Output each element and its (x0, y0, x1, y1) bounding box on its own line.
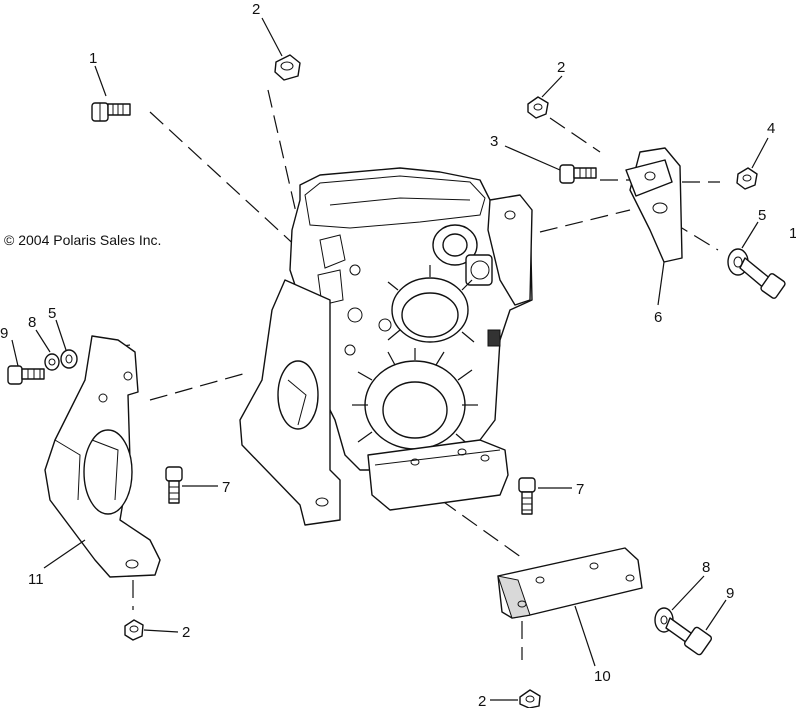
nut-2-left-bottom (124, 619, 144, 641)
callout-10: 10 (594, 668, 611, 685)
nut-2-upper-right (527, 96, 549, 119)
lower-center-bracket (367, 439, 509, 511)
callout-4: 4 (767, 120, 775, 137)
bolt-9-right (665, 617, 713, 656)
bolt-5-right (727, 248, 786, 299)
bolt-3 (559, 164, 597, 184)
leader-4 (751, 137, 769, 169)
leader-lines (11, 17, 769, 701)
washer-8-left (44, 353, 60, 371)
leader-9-right (705, 599, 727, 631)
callout-8-right: 8 (702, 559, 710, 576)
callout-9-left: 9 (0, 325, 8, 342)
nut-4 (736, 167, 758, 190)
leader-10 (574, 605, 596, 667)
center-mount-bracket (239, 279, 341, 526)
callout-5-left: 5 (48, 305, 56, 322)
callout-7-right: 7 (576, 481, 584, 498)
leader-2-upper-right (541, 75, 563, 98)
leader-1 (94, 65, 107, 97)
washer-5-left (60, 349, 78, 369)
assembly-line-bracket10 (419, 484, 526, 561)
callout-11: 11 (28, 571, 44, 588)
nut-2-top (274, 54, 301, 81)
bracket-6 (625, 147, 683, 263)
assembly-line-nut2-top (267, 89, 301, 231)
assembly-line-nut2-right (549, 117, 601, 153)
bolt-7-right (518, 477, 536, 515)
callout-2-bottom: 2 (478, 693, 486, 708)
callout-3: 3 (490, 133, 498, 150)
leader-2-top (261, 17, 283, 57)
leader-9-left (11, 339, 19, 367)
transmission-housing (289, 167, 533, 471)
callout-1: 1 (89, 50, 97, 67)
callout-8-left: 8 (28, 314, 36, 331)
callout-2-top: 2 (252, 1, 260, 18)
nut-2-bottom (519, 689, 541, 708)
copyright-text: © 2004 Polaris Sales Inc. (4, 232, 161, 248)
leader-11 (43, 539, 86, 569)
leader-2-left-bottom (143, 629, 179, 633)
bolt-7-left (165, 466, 183, 504)
leader-6 (657, 261, 665, 306)
callout-5-right: 5 (758, 207, 766, 224)
leader-5-left (55, 319, 67, 351)
bolt-1 (91, 102, 131, 122)
leader-8-left (35, 329, 51, 353)
leader-5-right (741, 221, 759, 249)
assembly-line-bracket11 (149, 371, 251, 401)
callout-9-right: 9 (726, 585, 734, 602)
callout-2-upper-right: 2 (557, 59, 565, 76)
bracket-10 (497, 547, 643, 619)
callout-6: 6 (654, 309, 662, 326)
leader-8-right (671, 575, 705, 611)
leader-3 (504, 145, 561, 171)
bolt-9-left (7, 365, 45, 385)
callout-2-left-bottom: 2 (182, 624, 190, 641)
assembly-line-bolt1 (149, 111, 301, 251)
callout-7-left: 7 (222, 479, 230, 496)
assembly-line-bracket6 (539, 209, 631, 233)
bracket-11 (44, 335, 161, 578)
callout-1-edge: 1 (789, 225, 796, 242)
